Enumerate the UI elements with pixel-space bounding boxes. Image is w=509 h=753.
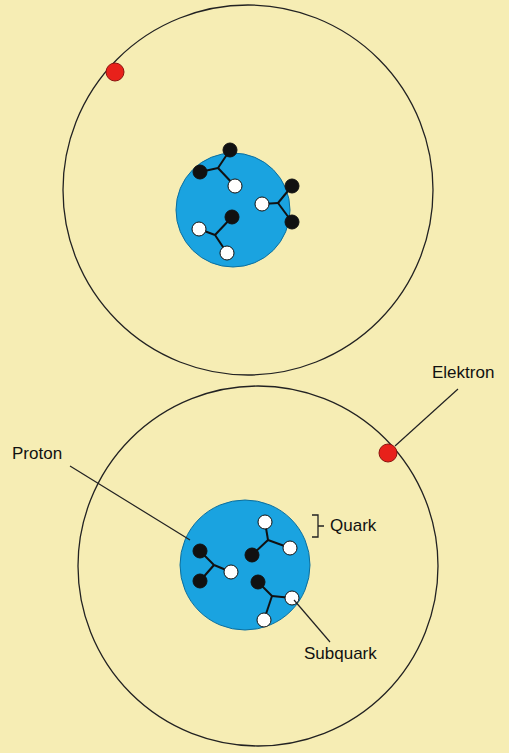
leader-line [395,389,458,446]
subquark-ball [193,544,207,558]
subquark-ball [220,246,234,260]
subquark-ball [283,541,297,555]
proton-nucleus [180,500,310,630]
subquark-ball [228,179,242,193]
subquark-ball [224,565,238,579]
proton-nucleus [176,153,290,267]
bracket [312,515,324,537]
subquark-ball [258,515,272,529]
subquark-ball [193,574,207,588]
part-label: Quark [330,517,376,536]
subquark-ball [245,548,259,562]
leader-line [70,466,190,540]
subquark-ball [257,613,271,627]
subquark-ball [225,210,239,224]
subquark-ball [285,179,299,193]
electron [106,63,124,81]
subquark-ball [223,143,237,157]
subquark-ball [192,222,206,236]
orbit [78,386,438,746]
orbit [63,5,433,375]
leader-line [294,600,330,642]
part-label: Proton [12,445,62,464]
part-label: Subquark [304,645,377,664]
subquark-ball [255,197,269,211]
subquark-ball [285,215,299,229]
subquark-ball [251,575,265,589]
subquark-ball [193,165,207,179]
quarks [192,143,299,627]
electron [379,444,397,462]
part-label: Elektron [432,364,494,383]
